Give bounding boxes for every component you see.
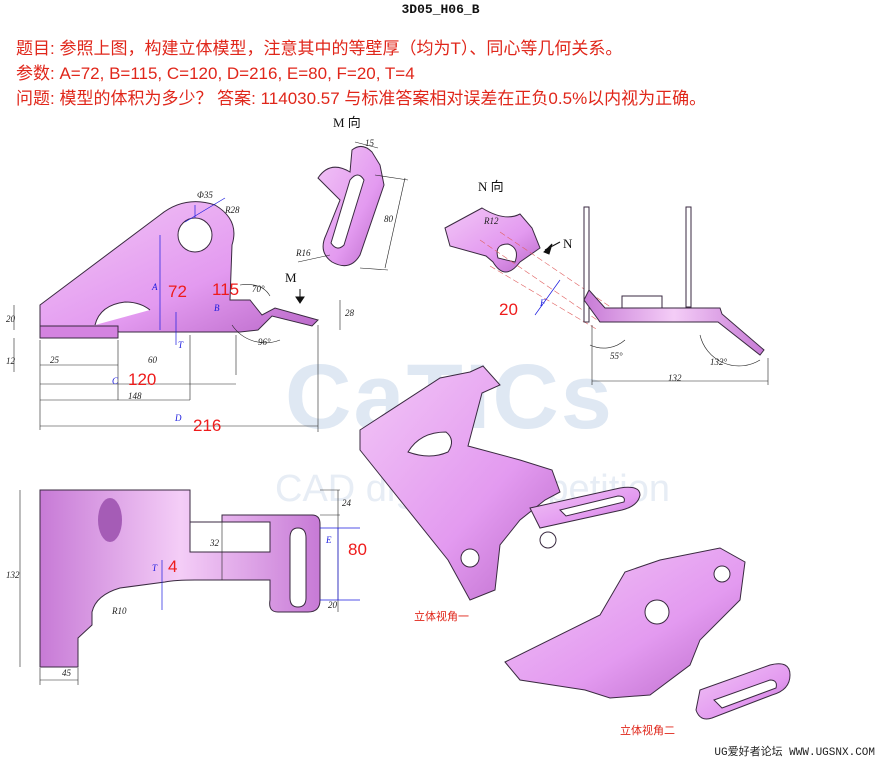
dim-e: E	[326, 535, 332, 545]
iso-view-2-body	[504, 547, 746, 699]
callout-c: 120	[128, 370, 157, 389]
dim-t-top: T	[152, 563, 158, 573]
m-view-arrow	[295, 289, 305, 304]
callout-d: 216	[193, 416, 222, 435]
callout-b: 115	[212, 280, 240, 299]
dim-r10: R10	[112, 606, 127, 616]
callout-f: 20	[499, 300, 518, 319]
dim-angle-55: 55°	[610, 351, 623, 361]
top-view-slot	[289, 527, 307, 608]
caption-view-2: 立体视角二	[620, 724, 675, 737]
dim-132-v: 132	[6, 570, 20, 580]
m-arrow-label: M	[285, 270, 297, 285]
n-view-blue-dims	[534, 279, 561, 316]
n-view-arrow	[543, 241, 561, 255]
n-view	[444, 207, 541, 273]
m-view-dims	[297, 141, 409, 271]
params-line: 参数: A=72, B=115, C=120, D=216, E=80, F=2…	[16, 64, 415, 83]
dim-f: F	[540, 298, 546, 308]
sheet-title: 3D05_H06_B	[401, 2, 480, 17]
iso-view-1-body	[359, 365, 561, 601]
dim-t-front: T	[178, 340, 184, 350]
footer-credit: UG爱好者论坛 WWW.UGSNX.COM	[714, 747, 875, 759]
callout-t: 4	[168, 557, 178, 576]
callout-e: 80	[348, 540, 367, 559]
n-view-centerlines	[479, 231, 616, 331]
question-line: 题目: 参照上图，构建立体模型，注意其中的等壁厚（均为T）、同心等几何关系。	[16, 39, 623, 58]
front-view-body	[39, 201, 319, 333]
top-view-hollow	[98, 498, 122, 542]
side-view	[583, 206, 765, 356]
dim-dia35: Φ35	[197, 190, 213, 200]
m-view-heading: M 向	[333, 115, 361, 130]
dim-m-80: 80	[384, 214, 393, 224]
front-view-hole	[177, 217, 213, 253]
top-view	[39, 489, 321, 668]
dim-b: B	[214, 303, 220, 313]
side-view-dims	[589, 325, 769, 385]
dim-24: 24	[342, 498, 351, 508]
top-view-blue-dims	[161, 527, 360, 610]
dim-c: C	[112, 376, 119, 386]
dim-60: 60	[148, 355, 157, 365]
front-view	[39, 201, 319, 339]
front-view-blue-dims	[159, 197, 226, 345]
dim-28: 28	[345, 308, 354, 318]
callout-a: 72	[168, 282, 187, 301]
dim-angle-70: 70°	[252, 284, 265, 294]
front-view-base	[39, 325, 119, 339]
dim-angle-96: 96°	[258, 337, 271, 347]
n-view-heading: N 向	[478, 179, 504, 194]
dim-20-b: 20	[328, 600, 337, 610]
dim-r12: R12	[484, 216, 499, 226]
n-arrow-label: N	[563, 236, 573, 251]
dim-45: 45	[62, 668, 71, 678]
dim-20: 20	[6, 314, 15, 324]
dim-m-15: 15	[365, 138, 374, 148]
dim-d: D	[175, 413, 182, 423]
dim-a: A	[152, 282, 158, 292]
dim-r16: R16	[296, 248, 311, 258]
dim-12: 12	[6, 356, 15, 366]
iso-view-1	[359, 365, 641, 601]
caption-view-1: 立体视角一	[414, 610, 469, 623]
dim-angle-132: 132°	[710, 357, 728, 367]
m-view	[317, 146, 385, 267]
side-view-body	[583, 289, 765, 356]
dim-r28: R28	[225, 205, 240, 215]
dim-148: 148	[128, 391, 142, 401]
dim-32: 32	[210, 538, 219, 548]
front-view-dims	[13, 284, 341, 432]
top-view-body	[39, 489, 321, 668]
m-view-slot	[330, 174, 365, 249]
dim-132-h: 132	[668, 373, 682, 383]
answer-line: 问题: 模型的体积为多少？ 答案: 114030.57 与标准答案相对误差在正负…	[16, 89, 707, 108]
dim-25: 25	[50, 355, 59, 365]
iso-view-2	[504, 547, 791, 720]
